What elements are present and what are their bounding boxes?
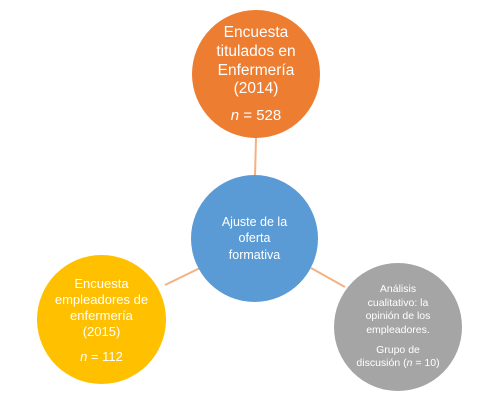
node-survey-employers-title: Encuesta empleadores de enfermería (2015… bbox=[54, 275, 149, 340]
sample-variable: n bbox=[406, 357, 413, 370]
connector-top bbox=[254, 137, 257, 177]
sample-variable: n bbox=[230, 107, 240, 125]
connector-right bbox=[310, 267, 346, 288]
node-survey-graduates: Encuesta titulados en Enfermería (2014) … bbox=[192, 10, 320, 138]
node-qualitative-sample: Grupo de discusión (n = 10) bbox=[356, 344, 439, 371]
sample-prefix: Grupo de discusión ( bbox=[356, 343, 420, 370]
node-qualitative: Análisis cualitativo: la opinión de los … bbox=[334, 263, 462, 391]
node-survey-employers-sample: n = 112 bbox=[80, 349, 123, 364]
node-survey-graduates-title: Encuesta titulados en Enfermería (2014) bbox=[216, 23, 296, 98]
node-center: Ajuste de la oferta formativa bbox=[191, 175, 318, 302]
sample-value: = 10) bbox=[412, 357, 440, 370]
node-qualitative-title: Análisis cualitativo: la opinión de los … bbox=[365, 283, 431, 336]
node-center-title: Ajuste de la oferta formativa bbox=[221, 215, 288, 262]
sample-value: = 528 bbox=[239, 107, 282, 125]
connector-left bbox=[164, 267, 201, 286]
sample-variable: n bbox=[80, 348, 88, 364]
node-survey-graduates-sample: n = 528 bbox=[231, 107, 281, 124]
node-survey-employers: Encuesta empleadores de enfermería (2015… bbox=[37, 255, 166, 384]
sample-value: = 112 bbox=[87, 348, 123, 364]
